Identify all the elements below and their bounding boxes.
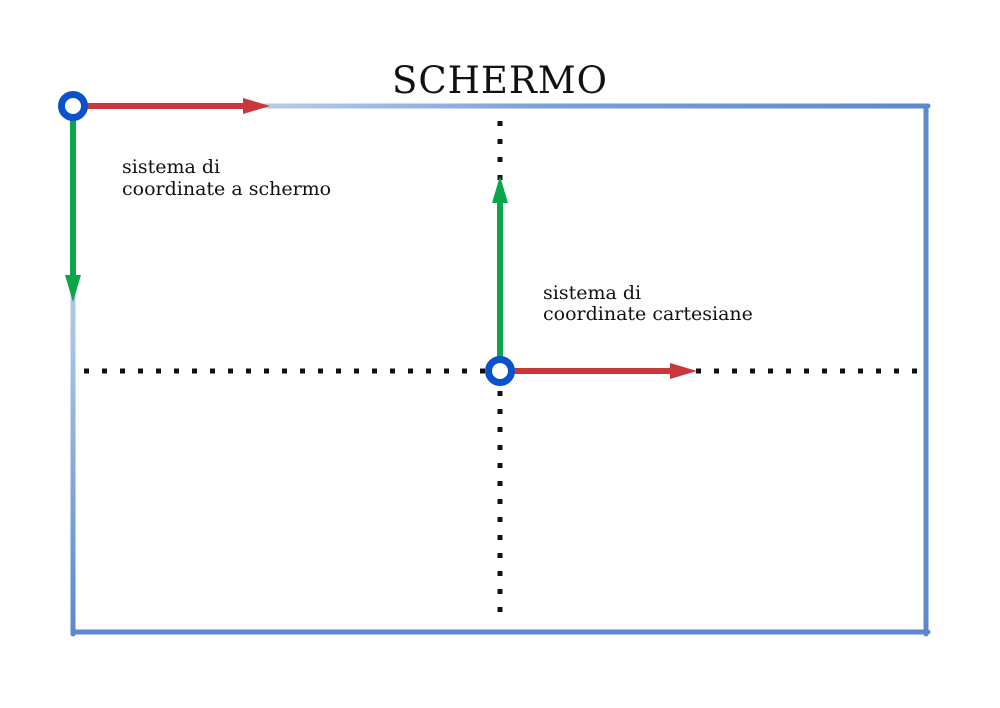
cartesian-y-axis-arrow <box>492 176 508 371</box>
screen-y-arrowhead <box>65 275 81 302</box>
cartesian-origin-marker <box>485 356 515 386</box>
cartesian-y-arrowhead <box>492 176 508 203</box>
screen-x-arrowhead <box>243 98 270 114</box>
cartesian-x-axis-arrow <box>500 363 697 379</box>
screen-x-axis-arrow <box>73 98 270 114</box>
screen-y-axis-arrow <box>65 106 81 302</box>
screen-origin-marker <box>58 91 88 121</box>
cartesian-system-label-line1: sistema di <box>543 282 641 304</box>
screen-title: SCHERMO <box>392 59 608 102</box>
screen-system-label-line2: coordinate a schermo <box>122 178 331 200</box>
screen-system-label-line1: sistema di <box>122 156 220 178</box>
cartesian-system-label-line2: coordinate cartesiane <box>543 303 753 325</box>
cartesian-x-arrowhead <box>670 363 697 379</box>
